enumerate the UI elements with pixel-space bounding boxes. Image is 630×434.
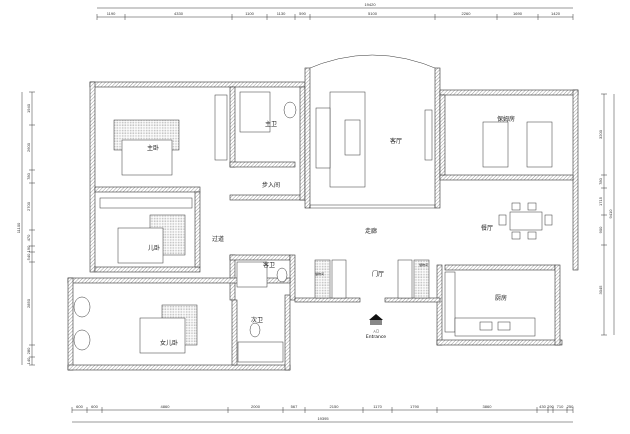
room-guest-bath: 客卫 xyxy=(263,261,275,269)
dimension-top-total: 19420 xyxy=(364,2,376,7)
kitchen-counter xyxy=(444,271,456,333)
dimension-left-label: 2600 xyxy=(26,142,31,152)
dimension-left-label: 190 xyxy=(26,245,31,252)
room-corridor: 走廊 xyxy=(365,227,377,235)
dimension-top-label: 1690 xyxy=(513,11,523,16)
wardrobe xyxy=(214,94,228,161)
dimension-bottom-label: 430 xyxy=(539,404,546,409)
dimension-right-label: 780 xyxy=(598,177,603,184)
dimension-left-label: 2850 xyxy=(26,298,31,308)
dimension-bottom-label: 600 xyxy=(76,404,83,409)
dimension-right-label: 1715 xyxy=(598,196,603,206)
dimension-bottom-label: 600 xyxy=(91,404,98,409)
dimension-bottom-label: 4860 xyxy=(161,404,171,409)
entrance-marker[interactable]: 入口 Entrance xyxy=(366,314,386,340)
room-daughter-bedroom: 女儿卧 xyxy=(160,339,178,347)
shower xyxy=(239,91,271,133)
sofa xyxy=(315,107,331,169)
room-storage-left: 储物间 xyxy=(315,271,324,276)
room-foyer: 门厅 xyxy=(372,270,384,278)
dimension-bottom-label: 3860 xyxy=(483,404,493,409)
dimension-top-label: 1130 xyxy=(277,11,286,16)
dimension-top-label: 590 xyxy=(299,11,306,16)
room-passage: 过道 xyxy=(212,235,224,243)
dining-table xyxy=(509,211,543,231)
room-kitchen: 厨房 xyxy=(495,294,507,302)
room-master-bath: 主卫 xyxy=(265,120,277,128)
dimension-right-label: 3200 xyxy=(598,129,603,139)
dimension-left-label: 280 xyxy=(26,347,31,354)
dimension-left-label: 140 xyxy=(26,357,31,364)
entrance-label-cn: 入口 xyxy=(373,329,379,333)
nanny-bed-1 xyxy=(482,121,509,168)
dimension-bottom-total: 19395 xyxy=(317,416,329,421)
dimension-left-label: 1940 xyxy=(26,103,31,113)
daughter-bed xyxy=(139,317,186,354)
wardrobe-son xyxy=(99,197,193,209)
dimension-right-total: 9410 xyxy=(608,209,613,219)
dimension-bottom-label: 710 xyxy=(557,404,564,409)
dimension-left-label: 2700 xyxy=(26,201,31,211)
bottom-dimensions xyxy=(72,409,573,423)
room-storage-right: 储物间 xyxy=(419,262,428,267)
son-bed xyxy=(117,227,164,264)
dimension-bottom-label: 250 xyxy=(567,404,574,409)
left-dimensions xyxy=(21,92,33,365)
room-son-bedroom: 儿卧 xyxy=(148,244,160,252)
nanny-bed-2 xyxy=(526,121,553,168)
dimension-top-label: 1420 xyxy=(551,11,561,16)
dimension-top-label: 1190 xyxy=(107,11,116,16)
tv-cabinet xyxy=(424,109,433,161)
top-dimensions xyxy=(97,7,573,18)
dimension-top-label: 1100 xyxy=(245,11,254,16)
dimension-bottom-label: 2150 xyxy=(330,404,340,409)
entrance-label-en: Entrance xyxy=(366,334,386,340)
dimension-bottom-label: 1790 xyxy=(410,404,420,409)
dimension-left-total: 11100 xyxy=(16,222,21,233)
toilet xyxy=(283,101,297,119)
dimension-bottom-label: 1170 xyxy=(373,404,382,409)
kitchen-counter-bottom xyxy=(454,317,536,337)
furniture xyxy=(73,91,553,363)
room-living-room: 客厅 xyxy=(390,137,402,145)
right-dimensions xyxy=(603,94,615,335)
master-bed xyxy=(121,139,173,176)
dimension-left-label: 780 xyxy=(26,172,31,179)
dimension-bottom-label: 2000 xyxy=(251,404,261,409)
dimension-top-label: 4330 xyxy=(174,11,184,16)
room-labels: 主卧 主卫 步入间 儿卧 过道 客卫 次卫 女儿卧 客厅 保姆房 餐厅 走廊 门… xyxy=(147,115,515,347)
guest-shower xyxy=(236,261,268,288)
room-second-bath: 次卫 xyxy=(251,316,263,324)
entrance-arrow-icon xyxy=(369,314,383,320)
room-walk-in-closet: 步入间 xyxy=(262,181,280,189)
room-master-bedroom: 主卧 xyxy=(147,144,159,152)
dimension-bottom-label: 290 xyxy=(547,404,554,409)
dimension-bottom-label: 567 xyxy=(291,404,298,409)
dimension-top-label: 5100 xyxy=(368,11,378,16)
room-nanny-room: 保姆房 xyxy=(497,115,515,123)
dimension-left-label: 540 xyxy=(26,253,31,260)
dimension-top-label: 2260 xyxy=(462,11,472,16)
dimension-right-label: 900 xyxy=(598,226,603,233)
walls xyxy=(67,54,579,371)
dimension-left-label: 470 xyxy=(26,234,31,241)
bathtub xyxy=(237,341,284,363)
coffee-table xyxy=(344,119,361,156)
dimension-right-label: 3045 xyxy=(598,285,603,295)
room-dining-room: 餐厅 xyxy=(481,224,493,232)
